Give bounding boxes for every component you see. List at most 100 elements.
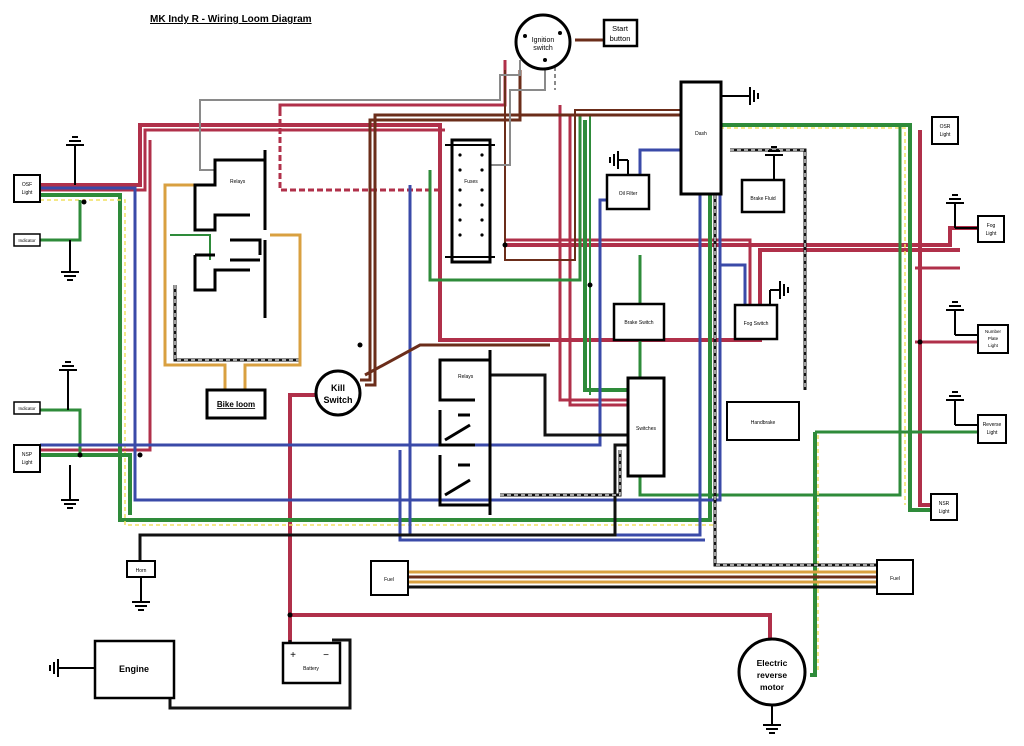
green-wire <box>428 115 582 282</box>
svg-text:switch: switch <box>533 45 553 52</box>
svg-text:Light: Light <box>988 343 999 348</box>
osf-light-label-1: OSF <box>22 182 32 188</box>
grey-wire <box>490 65 546 166</box>
relays-mid <box>438 350 492 515</box>
ground-icon <box>60 261 80 281</box>
svg-text:Fuel: Fuel <box>890 576 900 582</box>
svg-text:−: − <box>323 650 329 661</box>
blue-wire <box>398 450 705 542</box>
reverse-light: Reverse Light <box>977 414 1007 444</box>
brake-switch: Brake Switch <box>612 302 666 342</box>
ground-icon <box>945 301 965 321</box>
orange-wire <box>163 183 227 390</box>
red-wire <box>40 123 960 342</box>
brown-wire <box>504 70 680 261</box>
relays-top <box>193 150 267 318</box>
indicator-front: Indicator <box>13 233 41 247</box>
blue-wire <box>720 263 747 312</box>
oil-filter: Oil Filter <box>605 173 651 211</box>
black-wire <box>490 373 630 437</box>
wire-layer <box>40 38 980 710</box>
svg-text:Fuel: Fuel <box>384 577 394 583</box>
green-wire <box>583 120 630 392</box>
diagram-title: MK Indy R - Wiring Loom Diagram <box>150 14 312 25</box>
svg-text:NSR: NSR <box>939 501 950 507</box>
red-wire <box>918 130 950 507</box>
svg-text:Start: Start <box>612 24 629 33</box>
red-wire <box>505 238 752 310</box>
ground-icon <box>769 280 789 300</box>
junction-dots <box>77 199 923 618</box>
brown-wire <box>365 113 680 387</box>
svg-text:Number: Number <box>985 329 1002 334</box>
brown-wire <box>364 343 550 377</box>
black-wire <box>500 450 622 497</box>
black-wire <box>173 285 302 362</box>
ground-icon <box>65 136 85 156</box>
green-wire <box>720 127 906 505</box>
svg-text:Plate: Plate <box>988 336 999 341</box>
black-wire <box>174 285 301 361</box>
engine: Engine <box>93 639 176 700</box>
ground-icon <box>58 361 78 381</box>
svg-text:Battery: Battery <box>303 666 319 672</box>
green-wire <box>40 193 712 522</box>
horn: Horn <box>126 560 156 578</box>
bike-loom: Bike loom <box>205 388 267 420</box>
green-wire <box>40 200 82 242</box>
ground-icon <box>609 150 629 170</box>
svg-text:Light: Light <box>986 231 997 237</box>
green-wire <box>40 453 132 515</box>
switches: Switches <box>626 376 666 478</box>
green-wire <box>170 234 211 260</box>
ignition-switch: Ignition switch <box>514 13 572 71</box>
kill-switch: Kill Switch <box>314 369 362 417</box>
red-wire <box>568 115 630 407</box>
nsp-light: NSP Light <box>13 444 41 473</box>
svg-text:Electric: Electric <box>757 658 788 668</box>
svg-text:Indicator: Indicator <box>18 238 36 243</box>
svg-text:Fog Switch: Fog Switch <box>744 321 769 327</box>
svg-text:reverse: reverse <box>757 670 788 680</box>
ground-icon <box>131 591 151 611</box>
svg-text:Switch: Switch <box>323 395 352 405</box>
red-wire <box>278 60 507 115</box>
svg-text:Light: Light <box>22 460 33 466</box>
handbrake: Handbrake <box>726 401 800 441</box>
svg-text:Kill: Kill <box>331 383 345 393</box>
svg-text:Handbrake: Handbrake <box>751 420 776 426</box>
svg-text:Indicator: Indicator <box>18 406 36 411</box>
osr-light: OSR Light <box>931 116 959 145</box>
svg-text:motor: motor <box>760 682 785 692</box>
svg-text:OSR: OSR <box>940 124 951 130</box>
red-wire <box>290 613 772 640</box>
black-wire <box>168 638 352 710</box>
ground-icon <box>60 489 80 509</box>
ground-icon <box>49 658 69 678</box>
number-plate-light: Number Plate Light <box>977 324 1009 354</box>
svg-text:Brake Fluid: Brake Fluid <box>750 196 776 202</box>
svg-text:Light: Light <box>940 132 951 138</box>
blue-wire <box>40 186 722 502</box>
osf-light-label-2: Light <box>22 190 33 196</box>
black-wire <box>730 149 806 390</box>
svg-text:Fog: Fog <box>987 223 996 229</box>
relays-top-label: Relays <box>230 179 246 185</box>
ground-icon <box>945 194 965 214</box>
ground-icon <box>739 86 759 106</box>
fuel-left: Fuel <box>370 560 409 596</box>
fuses: Fuses <box>445 138 495 264</box>
green-wire <box>638 125 902 497</box>
brake-fluid: Brake Fluid <box>740 178 786 214</box>
svg-text:Light: Light <box>987 430 998 436</box>
ground-icon <box>945 391 965 411</box>
svg-text:Switches: Switches <box>636 426 657 432</box>
nsr-light: NSR Light <box>930 493 958 521</box>
svg-text:Brake Switch: Brake Switch <box>624 320 653 326</box>
fog-light: Fog Light <box>977 215 1005 243</box>
svg-text:Ignition: Ignition <box>532 37 555 44</box>
red-wire <box>40 128 445 192</box>
svg-text:Dash: Dash <box>695 131 707 137</box>
fog-switch: Fog Switch <box>733 303 779 341</box>
